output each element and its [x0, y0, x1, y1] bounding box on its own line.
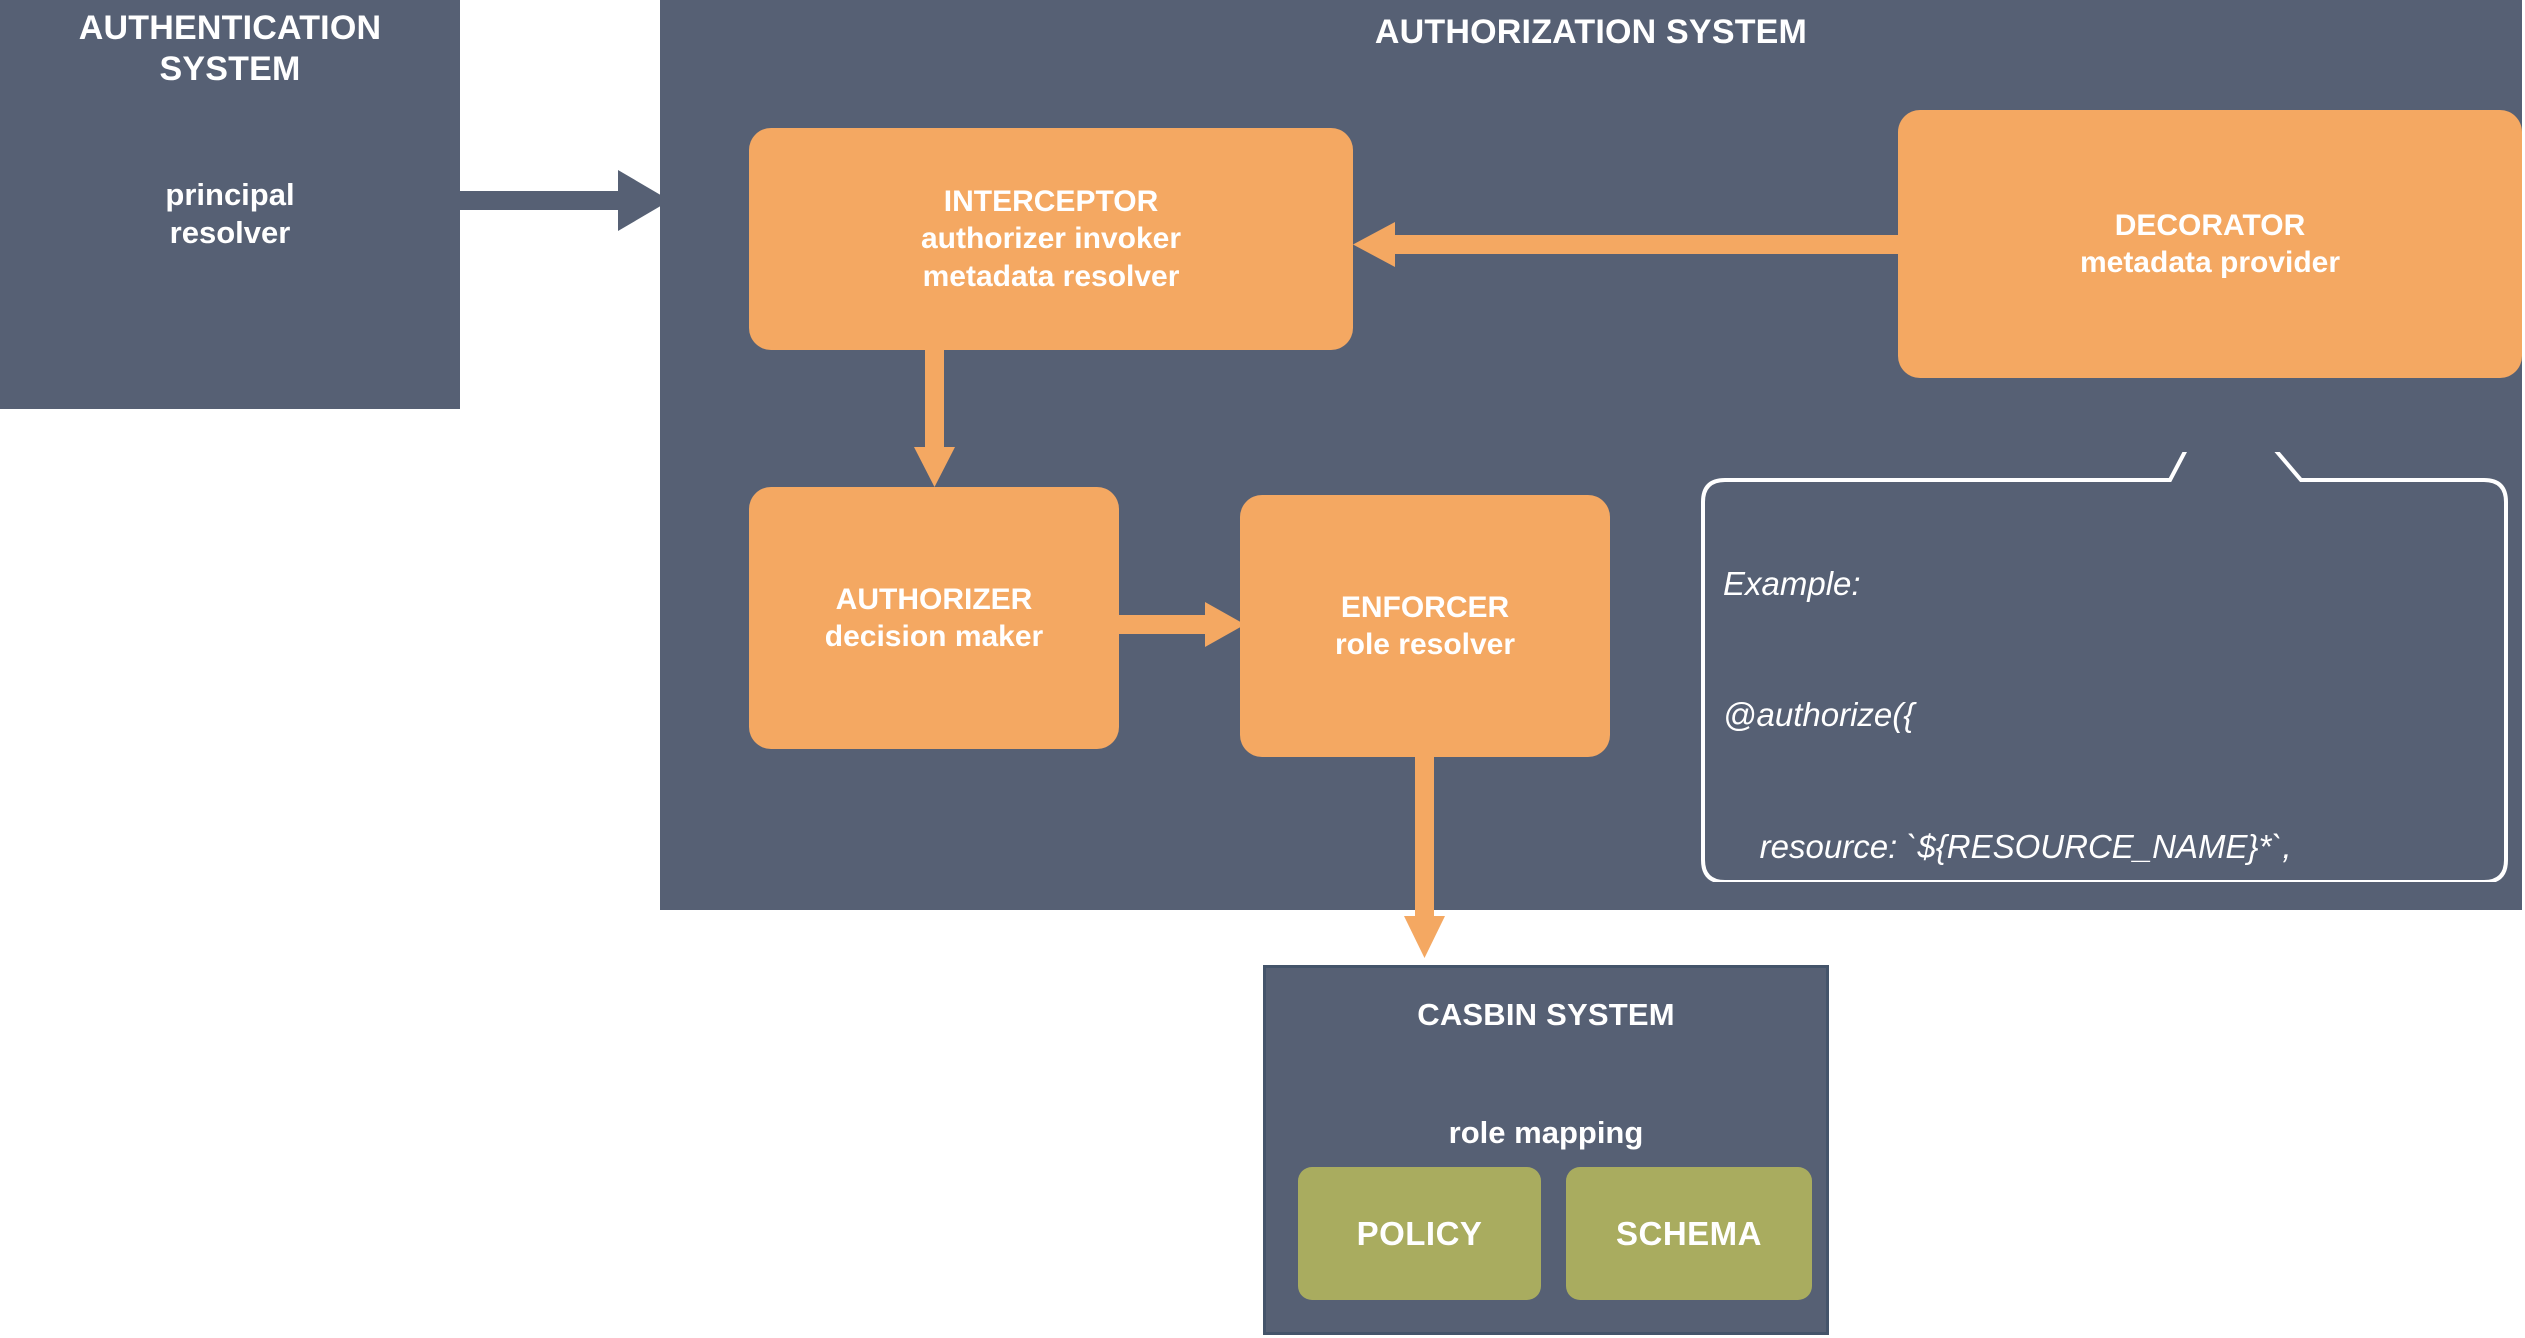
casbin-system-title: CASBIN SYSTEM — [1417, 997, 1675, 1032]
callout-line-6: }) — [1723, 1220, 2498, 1264]
authentication-system-title-line1: AUTHENTICATION — [78, 9, 382, 47]
casbin-system-subtitle: role mapping — [1448, 1115, 1644, 1150]
node-decorator-title: DECORATOR — [2114, 208, 2306, 242]
node-decorator-line-1: metadata provider — [2079, 246, 2341, 279]
authorization-system-title: AUTHORIZATION SYSTEM — [1374, 13, 1808, 51]
schema-button[interactable]: SCHEMA — [1566, 1167, 1812, 1300]
authentication-system-subtitle: principal resolver — [0, 176, 460, 252]
authentication-system-subtitle-line2: resolver — [169, 214, 291, 250]
node-authorizer-line-1: decision maker — [824, 620, 1044, 653]
authentication-system-panel — [0, 0, 460, 409]
node-interceptor-line-1: authorizer invoker — [920, 222, 1182, 256]
callout-line-4: scopes: ['view-all'], — [1723, 959, 2033, 997]
node-enforcer-line-1: role resolver — [1334, 628, 1516, 661]
casbin-system-panel: CASBIN SYSTEM role mapping POLICY SCHEMA — [1263, 965, 1829, 1335]
node-interceptor[interactable]: INTERCEPTOR authorizer invoker metadata … — [749, 128, 1353, 350]
callout-line-3: resource: `${RESOURCE_NAME}*`, — [1723, 828, 2292, 865]
callout-line-2: @authorize({ — [1723, 696, 1915, 734]
node-enforcer-title: ENFORCER — [1340, 590, 1510, 624]
code-example-callout: Example: @authorize({ resource: `${RESOU… — [1701, 452, 2508, 1260]
callout-line-1: Example: — [1723, 564, 1861, 602]
callout-code-text: Example: @authorize({ resource: `${RESOU… — [1723, 474, 2498, 1338]
node-interceptor-title: INTERCEPTOR — [943, 184, 1159, 218]
node-authorizer[interactable]: AUTHORIZER decision maker — [749, 487, 1119, 749]
callout-line-5: allowedRoles: ['admin'], — [1723, 1091, 2105, 1129]
authentication-system-title: AUTHENTICATION SYSTEM — [0, 8, 460, 91]
arrow-auth-to-authz — [460, 170, 670, 231]
node-authorizer-title: AUTHORIZER — [835, 582, 1033, 616]
policy-button[interactable]: POLICY — [1298, 1167, 1541, 1300]
authentication-system-title-line2: SYSTEM — [159, 50, 301, 89]
node-decorator[interactable]: DECORATOR metadata provider — [1898, 110, 2522, 378]
node-interceptor-line-2: metadata resolver — [922, 259, 1180, 293]
node-enforcer[interactable]: ENFORCER role resolver — [1240, 495, 1610, 757]
callout-shape — [1701, 452, 2508, 882]
authentication-system-subtitle-line1: principal — [165, 177, 295, 212]
